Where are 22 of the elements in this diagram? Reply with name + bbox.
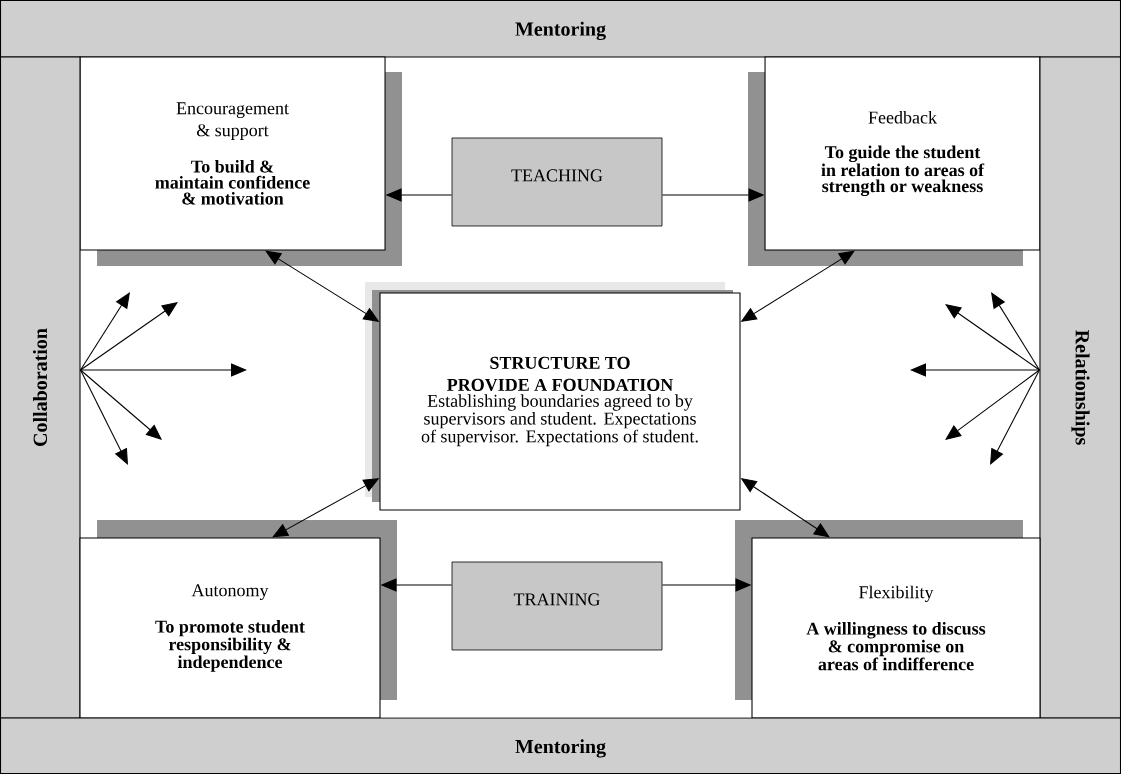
- arrow: [990, 369, 1040, 465]
- arrow: [80, 302, 178, 371]
- text-box: STRUCTURE TO PROVIDE A FOUNDATION Establishing boundaries agreed to by supervisors and student. Expectations of supervisor. Expectations of student.: [379, 292, 741, 511]
- arrow: [991, 292, 1040, 371]
- arrow: [80, 369, 128, 465]
- band: Mentoring: [0, 717, 1121, 774]
- arrow: [945, 369, 1040, 440]
- band: Collaboration: [0, 56, 81, 719]
- arrow: [945, 304, 1040, 371]
- text-box: Autonomy To promote student responsibility & independence: [79, 537, 381, 719]
- text-box: Flexibility A willingness to discuss & compromise on areas of indifference: [751, 537, 1041, 719]
- node-label: Relationships: [1071, 330, 1090, 445]
- band: Mentoring: [0, 0, 1121, 58]
- band: Relationships: [1039, 56, 1121, 719]
- text-box: Feedback To guide the student in relation to areas of strength or weakness: [764, 56, 1041, 251]
- arrow: [80, 292, 130, 371]
- label-box: TEACHING: [451, 137, 663, 227]
- arrow: [80, 363, 247, 377]
- arrow: [80, 369, 162, 440]
- text-box: Encouragement & support To build & maintain confidence & motivation: [79, 56, 386, 251]
- arrow: [910, 363, 1040, 377]
- label-box: TRAINING: [451, 561, 663, 651]
